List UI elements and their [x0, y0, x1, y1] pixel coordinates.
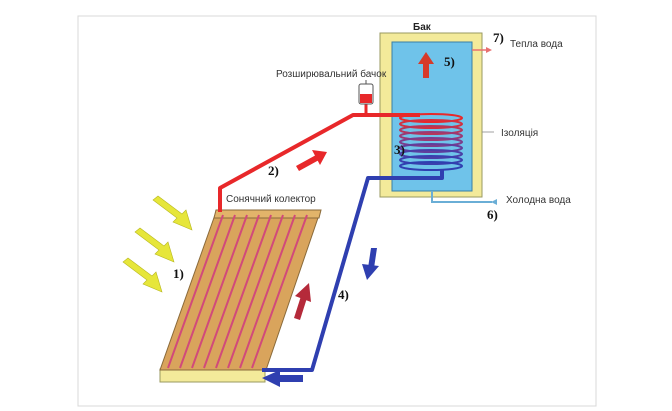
- collector-label: Сонячний колектор: [226, 194, 316, 205]
- heat-exchanger-coil: [399, 113, 463, 171]
- number-4: 4): [338, 287, 349, 302]
- cold-pipe: [262, 170, 444, 372]
- insulation-label: Ізоляція: [501, 128, 538, 139]
- solar-collector: [159, 209, 322, 383]
- number-1: 1): [173, 266, 184, 281]
- collector-top-rail: [213, 209, 322, 219]
- tank-label: Бак: [413, 22, 432, 33]
- expansion-tank: [358, 80, 374, 105]
- diagram-frame: [77, 15, 597, 407]
- collector-flow-arrow: [294, 283, 311, 320]
- hot-pipe: [218, 113, 420, 212]
- collector-base: [159, 368, 266, 383]
- cold-flow-arrow: [362, 248, 379, 280]
- warm-water-label: Тепла вода: [510, 39, 563, 50]
- warm-water-arrow: [486, 47, 492, 53]
- bottom-flow-arrow: [262, 370, 303, 387]
- sun-rays: [122, 195, 193, 293]
- hot-flow-arrow: [296, 150, 327, 171]
- cold-water-arrow: [491, 199, 497, 205]
- number-2: 2): [268, 163, 279, 178]
- cold-water-pipe: [431, 191, 492, 203]
- expansion-tank-label: Розширювальний бачок: [276, 68, 387, 80]
- number-7: 7): [493, 30, 504, 45]
- cold-water-label: Холодна вода: [506, 195, 571, 206]
- number-6: 6): [487, 207, 498, 222]
- collector-tubes: [167, 214, 308, 369]
- number-5: 5): [444, 54, 455, 69]
- hot-rise-arrow: [418, 52, 434, 78]
- number-3: 3): [394, 142, 405, 157]
